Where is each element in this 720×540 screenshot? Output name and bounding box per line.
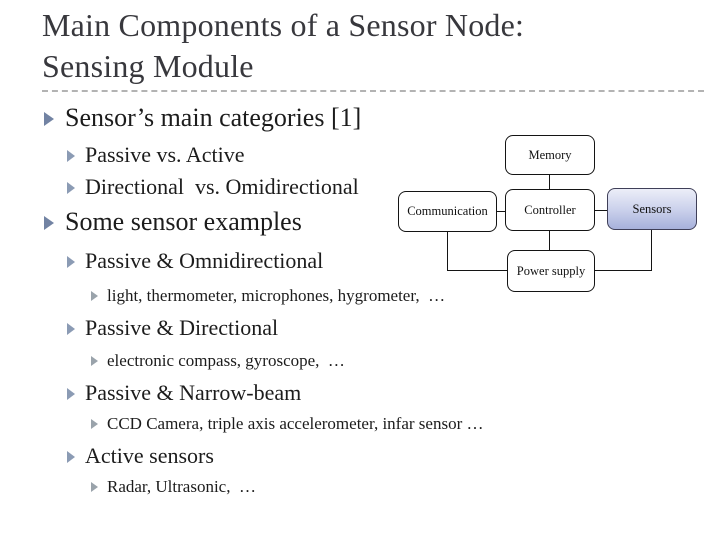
diagram-box-label: Communication [407,204,488,218]
bullet-text: Some sensor examples [65,207,302,236]
diagram-box-label: Sensors [632,201,672,216]
bullet-text: Passive & Narrow-beam [85,380,302,405]
bullet-text: Sensor’s main categories [1] [65,103,362,132]
bullet-item: Passive & Omnidirectional [67,247,323,275]
bullet-item: Passive & Narrow-beam [67,379,301,407]
connector-communication-power-supply-vertical [447,231,448,271]
bullet-item: Sensor’s main categories [1] [44,102,361,134]
connector-memory-controller [549,175,550,190]
bullet-item: CCD Camera, triple axis accelerometer, i… [91,413,483,435]
connector-communication-power-supply-horizontal [447,270,508,271]
connector-controller-sensors [594,210,608,211]
connector-controller-power-supply [549,230,550,251]
title-separator [42,90,704,92]
bullet-text: Active sensors [85,443,214,468]
bullet-triangle-icon [91,291,98,301]
bullet-text: Directional vs. Omidirectional [85,174,359,199]
diagram-box-controller: Controller [505,189,595,231]
bullet-item: Some sensor examples [44,206,302,238]
bullet-item: Passive & Directional [67,314,278,342]
bullet-triangle-icon [67,150,75,162]
slide-title-line2: Sensing Module [42,48,254,84]
diagram-box-label: Power supply [516,263,586,278]
bullet-triangle-icon [67,323,75,335]
bullet-triangle-icon [67,256,75,268]
diagram-box-sensors: Sensors [607,188,697,230]
bullet-triangle-icon [67,388,75,400]
bullet-item: Passive vs. Active [67,141,245,169]
bullet-text: light, thermometer, microphones, hygrome… [107,286,446,305]
sensor-node-diagram: Memory Communication Controller Sensors … [390,130,710,300]
bullet-text: Passive vs. Active [85,142,245,167]
bullet-item: light, thermometer, microphones, hygrome… [91,285,445,307]
bullet-triangle-icon [91,482,98,492]
bullet-text: Passive & Directional [85,315,279,340]
slide-title-line1: Main Components of a Sensor Node: [42,7,525,43]
bullet-text: electronic compass, gyroscope, … [107,351,345,370]
connector-communication-controller [496,211,506,212]
diagram-box-label: Memory [528,147,572,162]
bullet-triangle-icon [91,356,98,366]
diagram-box-memory: Memory [505,135,595,175]
bullet-triangle-icon [67,182,75,194]
bullet-triangle-icon [44,112,54,126]
bullet-item: Directional vs. Omidirectional [67,173,359,201]
diagram-box-communication: Communication [398,191,497,232]
bullet-text: Radar, Ultrasonic, … [107,477,256,496]
connector-sensors-power-supply-horizontal [594,270,652,271]
bullet-item: Radar, Ultrasonic, … [91,476,256,498]
bullet-item: Active sensors [67,442,214,470]
slide-title: Main Components of a Sensor Node: Sensin… [42,5,702,87]
connector-sensors-power-supply-vertical [651,229,652,271]
diagram-box-power-supply: Power supply [507,250,595,292]
bullet-triangle-icon [44,216,54,230]
bullet-item: electronic compass, gyroscope, … [91,350,345,372]
bullet-triangle-icon [67,451,75,463]
bullet-text: Passive & Omnidirectional [85,248,324,273]
diagram-box-label: Controller [524,202,576,217]
bullet-text: CCD Camera, triple axis accelerometer, i… [107,414,484,433]
bullet-triangle-icon [91,419,98,429]
